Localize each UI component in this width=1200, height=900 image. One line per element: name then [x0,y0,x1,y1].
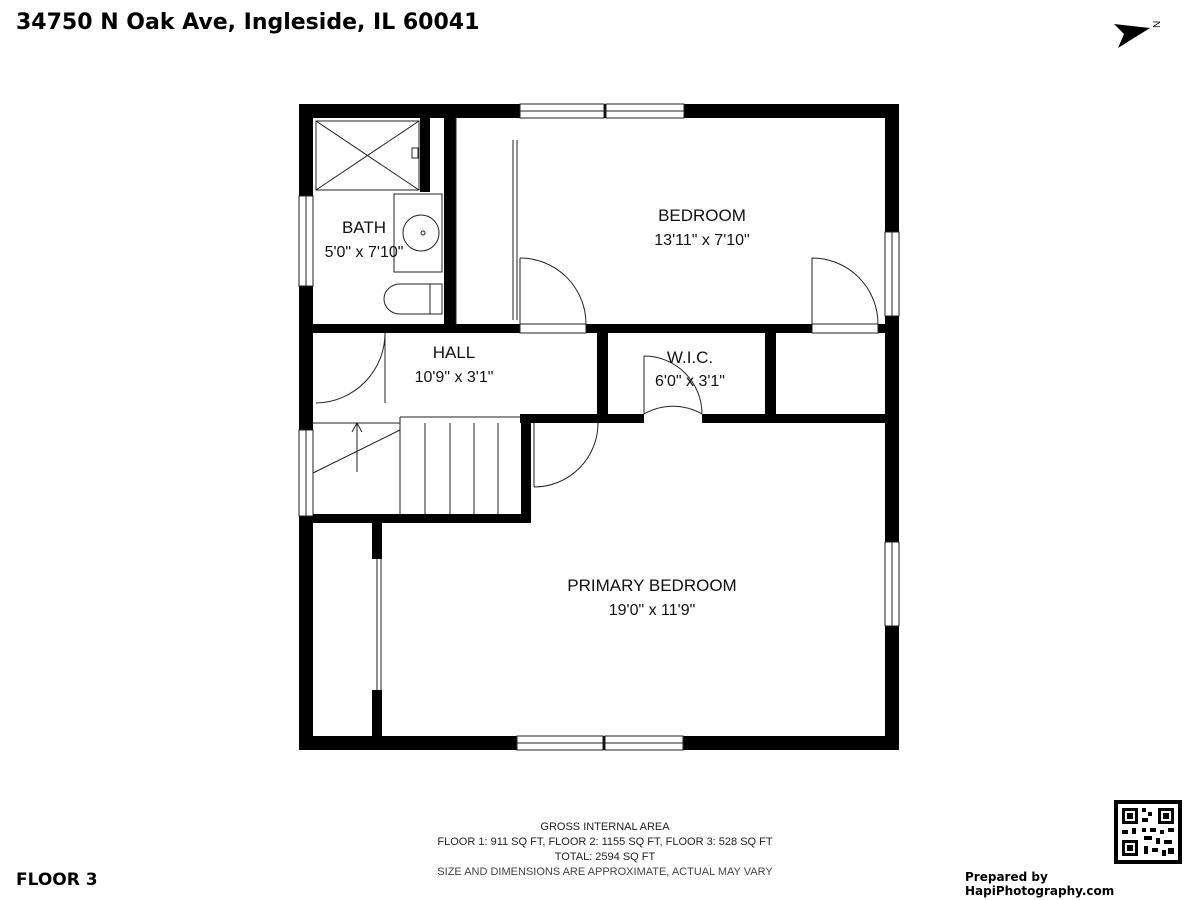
qr-code-icon [1114,800,1182,864]
bath-dims: 5'0" x 7'10" [325,244,404,261]
floor-label: FLOOR 3 [16,870,98,890]
area-disclaimer: SIZE AND DIMENSIONS ARE APPROXIMATE, ACT… [437,866,773,878]
bedroom-dims: 13'11" x 7'10" [654,232,749,249]
exterior-walls [299,104,899,750]
area-heading: GROSS INTERNAL AREA [540,821,670,833]
area-total: TOTAL: 2594 SQ FT [554,851,656,863]
area-summary: GROSS INTERNAL AREA FLOOR 1: 911 SQ FT, … [360,820,850,880]
area-floors: FLOOR 1: 911 SQ FT, FLOOR 2: 1155 SQ FT,… [437,836,773,848]
interior-walls [313,118,885,736]
hall-dims: 10'9" x 3'1" [415,369,494,386]
primary-bedroom-dims: 19'0" x 11'9" [609,602,696,619]
property-address: 34750 N Oak Ave, Ingleside, IL 60041 [16,10,480,35]
wic-label: W.I.C. [667,348,713,367]
compass-letter: N [1152,21,1163,28]
north-arrow-icon: N [1114,21,1163,48]
bedroom-label: BEDROOM [658,206,746,225]
hall-label: HALL [433,343,476,362]
staircase [312,416,520,514]
doors [315,118,879,690]
wic-dims: 6'0" x 3'1" [655,373,725,390]
bath-fixtures [315,120,443,315]
credit-text: Prepared by HapiPhotography.com [965,870,1115,898]
windows [298,103,900,751]
bath-label: BATH [342,218,386,237]
primary-bedroom-label: PRIMARY BEDROOM [567,576,736,595]
